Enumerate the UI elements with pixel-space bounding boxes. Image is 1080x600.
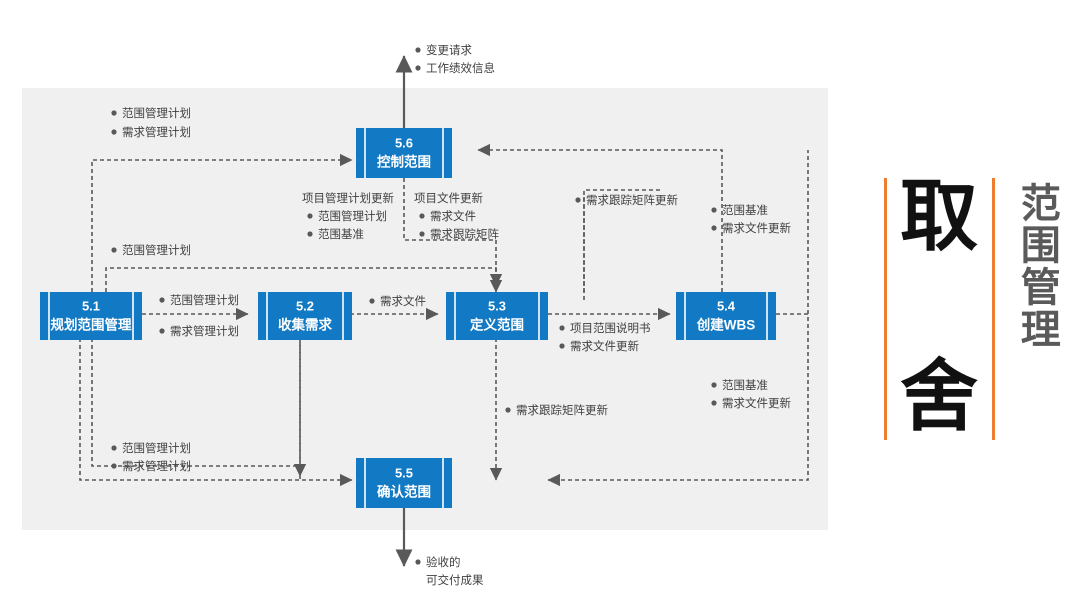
annotation-lower-left-2: 需求管理计划 xyxy=(122,459,191,473)
process-number-5-4: 5.4 xyxy=(717,298,736,313)
bullet-icon xyxy=(111,110,117,116)
bullet-icon xyxy=(159,297,165,303)
annotation-mid-left: 范围管理计划 xyxy=(122,243,191,257)
connector-plan-to-control-upper xyxy=(91,153,353,292)
bullet-icon xyxy=(307,231,313,237)
connector-layer xyxy=(79,55,809,567)
vertical-title: 范围管理 xyxy=(1013,182,1060,350)
process-name-5-5: 确认范围 xyxy=(377,484,431,500)
bullet-icon xyxy=(415,65,421,71)
annotation-project-doc-update-2: 需求跟踪矩阵 xyxy=(430,227,499,241)
bullet-icon xyxy=(111,129,117,135)
bullet-icon xyxy=(505,407,511,413)
process-number-5-2: 5.2 xyxy=(296,298,314,313)
annotation-wbs-out-upper-2: 需求文件更新 xyxy=(722,221,791,235)
process-name-5-4: 创建WBS xyxy=(696,317,756,333)
annotation-plan-to-collect-1: 范围管理计划 xyxy=(170,293,239,307)
rule-left xyxy=(884,178,887,440)
bullet-icon xyxy=(419,213,425,219)
annotation-pm-plan-update-head: 项目管理计划更新 xyxy=(302,191,394,205)
connector-control-to-define xyxy=(403,178,503,287)
connector-plan-to-validate-lower xyxy=(79,338,353,487)
process-number-5-5: 5.5 xyxy=(395,465,413,480)
annotation-rtm-update-to-validate: 需求跟踪矩阵更新 xyxy=(516,403,608,417)
annotation-upper-left-2: 需求管理计划 xyxy=(122,125,191,139)
bullet-icon xyxy=(415,559,421,565)
bullet-icon xyxy=(711,207,717,213)
emphasis-char-bottom: 舍 xyxy=(900,352,979,442)
rule-right xyxy=(992,178,995,440)
connector-define-rtm-up xyxy=(583,189,660,300)
annotation-lower-left-1: 范围管理计划 xyxy=(122,441,191,455)
annotation-layer: 变更请求 工作绩效信息 范围管理计划 需求管理计划 范围管理计划 范围管理计划 … xyxy=(111,43,791,587)
annotation-bottom-output-2: 可交付成果 xyxy=(426,573,484,587)
annotation-define-to-wbs-1: 项目范围说明书 xyxy=(570,321,651,335)
process-number-5-1: 5.1 xyxy=(82,298,100,313)
process-name-5-1: 规划范围管理 xyxy=(51,317,132,333)
process-box-5-6[interactable]: 5.6 控制范围 xyxy=(356,128,452,178)
annotation-define-to-wbs-2: 需求文件更新 xyxy=(570,339,639,353)
annotation-wbs-out-upper-1: 范围基准 xyxy=(722,203,768,217)
connector-wbs-to-validate-loop xyxy=(547,313,809,487)
bullet-icon xyxy=(369,298,375,304)
annotation-project-doc-update-head: 项目文件更新 xyxy=(414,191,483,205)
annotation-top-output-1: 变更请求 xyxy=(426,43,472,57)
annotation-plan-to-collect-2: 需求管理计划 xyxy=(170,324,239,338)
bullet-icon xyxy=(575,197,581,203)
process-number-5-3: 5.3 xyxy=(488,298,506,313)
annotation-collect-to-define: 需求文件 xyxy=(380,294,426,308)
connector-wbs-to-control xyxy=(477,143,723,292)
bullet-icon xyxy=(711,225,717,231)
annotation-project-doc-update-1: 需求文件 xyxy=(430,209,476,223)
bullet-icon xyxy=(111,445,117,451)
process-box-5-2[interactable]: 5.2 收集需求 xyxy=(258,292,352,340)
bullet-icon xyxy=(559,343,565,349)
annotation-bottom-output-1: 验收的 xyxy=(426,555,461,569)
connector-plan-to-define-top xyxy=(105,267,503,293)
annotation-upper-left-1: 范围管理计划 xyxy=(122,106,191,120)
emphasis-char-top: 取 xyxy=(900,172,979,262)
process-box-5-1[interactable]: 5.1 规划范围管理 xyxy=(40,292,142,340)
process-name-5-2: 收集需求 xyxy=(278,317,332,333)
bullet-icon xyxy=(307,213,313,219)
bullet-icon xyxy=(111,247,117,253)
process-name-5-6: 控制范围 xyxy=(377,154,431,170)
process-box-5-3[interactable]: 5.3 定义范围 xyxy=(446,292,548,340)
process-name-5-3: 定义范围 xyxy=(470,317,524,333)
bullet-icon xyxy=(415,47,421,53)
bullet-icon xyxy=(419,231,425,237)
annotation-top-output-2: 工作绩效信息 xyxy=(426,61,495,75)
bullet-icon xyxy=(159,328,165,334)
connector-plan-lower-stub xyxy=(91,338,300,467)
bullet-icon xyxy=(559,325,565,331)
annotation-rtm-update-to-control: 需求跟踪矩阵更新 xyxy=(586,193,678,207)
annotation-wbs-out-lower-1: 范围基准 xyxy=(722,378,768,392)
bullet-icon xyxy=(711,382,717,388)
bullet-icon xyxy=(711,400,717,406)
annotation-wbs-out-lower-2: 需求文件更新 xyxy=(722,396,791,410)
annotation-pm-plan-update-2: 范围基准 xyxy=(318,227,364,241)
bullet-icon xyxy=(111,463,117,469)
process-number-5-6: 5.6 xyxy=(395,135,413,150)
process-box-5-5[interactable]: 5.5 确认范围 xyxy=(356,458,452,508)
annotation-pm-plan-update-1: 范围管理计划 xyxy=(318,209,387,223)
process-box-5-4[interactable]: 5.4 创建WBS xyxy=(676,292,776,340)
